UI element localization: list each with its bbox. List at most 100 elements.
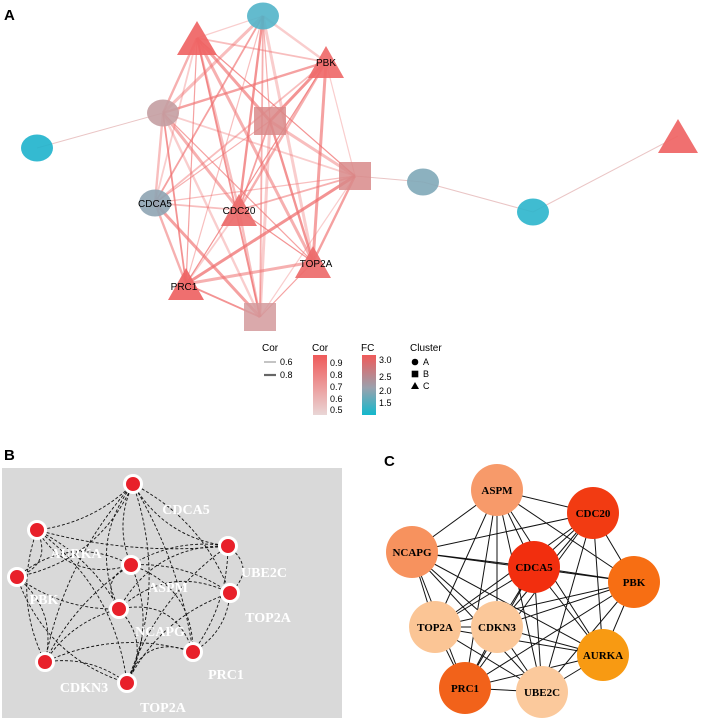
ppi-node-label: PBK xyxy=(623,577,646,589)
network-edge xyxy=(238,120,271,211)
network-node-circle xyxy=(407,168,439,196)
panel-a-edges xyxy=(36,14,679,319)
regulation-node xyxy=(117,673,137,693)
network-edge xyxy=(259,175,356,318)
regulation-node xyxy=(183,642,203,662)
network-edge xyxy=(162,112,314,263)
network-edge xyxy=(237,61,328,211)
regulation-edge xyxy=(130,564,231,594)
network-node-circle xyxy=(247,2,279,30)
ppi-node: ASPM xyxy=(471,464,523,516)
regulation-edge xyxy=(16,576,49,663)
regulation-edge xyxy=(118,606,195,653)
regulation-edge xyxy=(36,529,120,610)
legend-cor-size-label-1: 0.8 xyxy=(280,370,293,380)
ppi-node-label: CDCA5 xyxy=(515,562,553,574)
regulation-edge xyxy=(125,646,194,684)
network-edge xyxy=(185,260,314,286)
network-node-triangle: PBK xyxy=(308,46,344,78)
legend-cor-size-label-0: 0.6 xyxy=(280,357,293,367)
regulation-edge xyxy=(130,543,229,566)
regulation-edge xyxy=(43,483,134,663)
network-edge xyxy=(161,14,265,115)
network-edge xyxy=(162,112,187,285)
regulation-edge xyxy=(36,529,229,550)
regulation-edge xyxy=(122,483,134,566)
regulation-edge xyxy=(118,580,231,610)
ppi-edge xyxy=(496,489,635,583)
regulation-node-label: PBK xyxy=(30,593,59,608)
network-edge xyxy=(153,112,165,204)
legend-cluster-label-1: B xyxy=(423,369,429,379)
ppi-edge xyxy=(464,581,635,689)
ppi-node-label: PRC1 xyxy=(451,683,479,695)
network-node-circle xyxy=(147,99,179,127)
regulation-edge xyxy=(126,592,231,684)
network-edge xyxy=(154,120,271,204)
network-edge xyxy=(154,61,327,204)
ppi-node: CDCA5 xyxy=(508,541,560,593)
legend-fc-title: FC xyxy=(361,343,374,354)
regulation-node xyxy=(123,474,143,494)
network-edge xyxy=(195,37,315,263)
ppi-node: NCAPG xyxy=(386,526,438,578)
regulation-edge xyxy=(36,483,134,533)
regulation-edge xyxy=(36,529,130,684)
regulation-node xyxy=(35,652,55,672)
network-edge xyxy=(532,135,679,213)
legend-cor-tick-4: 0.5 xyxy=(330,405,343,415)
ppi-node-label: UBE2C xyxy=(524,687,560,699)
network-edge xyxy=(262,15,271,122)
regulation-edge xyxy=(126,564,144,684)
legend-cor-tick-0: 0.9 xyxy=(330,358,343,368)
regulation-edge xyxy=(132,483,195,653)
ppi-edge xyxy=(434,581,635,628)
regulation-edge xyxy=(44,564,132,663)
legend-cluster-title: Cluster xyxy=(410,343,442,354)
regulation-node-label: UBE2C xyxy=(241,566,287,581)
regulation-node-label: TOP2A xyxy=(140,701,187,716)
ppi-node-label: ASPM xyxy=(481,485,513,497)
legend-cluster-label-2: C xyxy=(423,381,430,391)
legend-cor-tick-3: 0.6 xyxy=(330,394,343,404)
network-node-square xyxy=(339,162,371,190)
ppi-node-label: TOP2A xyxy=(417,622,453,634)
panel-b-nodes xyxy=(7,474,240,693)
regulation-node-label: TOP2A xyxy=(245,611,292,626)
ppi-node: UBE2C xyxy=(516,666,568,718)
regulation-edge xyxy=(125,545,229,684)
regulation-node xyxy=(121,555,141,575)
regulation-edge xyxy=(16,576,120,612)
network-edge xyxy=(36,112,164,149)
network-node-triangle xyxy=(658,119,698,153)
network-edge xyxy=(237,15,265,211)
network-node-triangle xyxy=(177,21,217,55)
network-edge xyxy=(238,175,356,211)
regulation-edge xyxy=(16,551,132,578)
network-edge xyxy=(162,112,356,177)
network-node-triangle: TOP2A xyxy=(295,246,333,278)
legend-cluster-label-0: A xyxy=(423,357,429,367)
ppi-node: CDC20 xyxy=(567,487,619,539)
ppi-node: PBK xyxy=(608,556,660,608)
ppi-node-label: NCAPG xyxy=(392,547,432,559)
network-edge xyxy=(325,61,356,177)
regulation-edge xyxy=(44,608,120,663)
network-edge xyxy=(261,15,315,263)
legend-cor-tick-1: 0.8 xyxy=(330,370,343,380)
ppi-edge xyxy=(541,512,594,693)
network-edge xyxy=(311,175,357,263)
network-node-label: PRC1 xyxy=(171,282,198,293)
regulation-edge xyxy=(16,483,134,579)
ppi-node-label: CDKN3 xyxy=(478,622,516,634)
regulation-node xyxy=(220,583,240,603)
regulation-node-label: CDKN3 xyxy=(60,681,108,696)
regulation-node-label: AURKA xyxy=(50,547,102,562)
legend-fc-tick-2: 2.0 xyxy=(379,386,392,396)
legend-cor-color-title: Cor xyxy=(312,343,329,354)
ppi-node: PRC1 xyxy=(439,662,491,714)
legend-fc-tick-1: 2.5 xyxy=(379,372,392,382)
